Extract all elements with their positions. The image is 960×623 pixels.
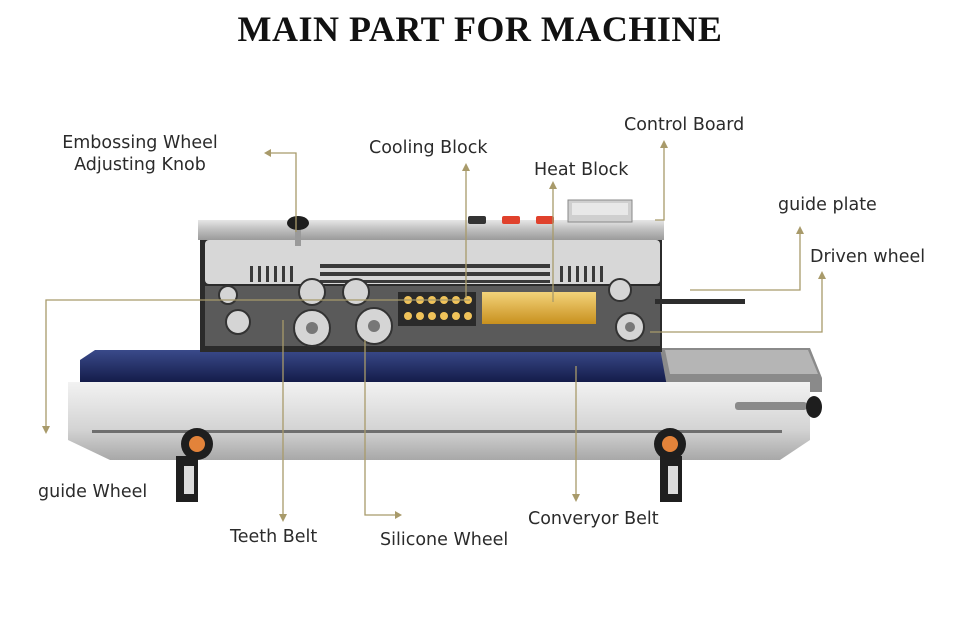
arrow-driven — [818, 271, 826, 279]
label-guide-plate: guide plate — [778, 195, 877, 215]
label-conveyor-belt: Converyor Belt — [528, 509, 659, 529]
leader-arrowheads — [42, 140, 826, 522]
label-guide-wheel: guide Wheel — [38, 482, 148, 502]
arrow-cooling — [462, 163, 470, 171]
label-control-board: Control Board — [624, 115, 745, 135]
arrow-guide-wheel — [42, 426, 50, 434]
arrow-control — [660, 140, 668, 148]
wheel — [342, 278, 370, 306]
label-silicone-wheel: Silicone Wheel — [380, 530, 509, 550]
leader-embossing — [268, 152, 297, 232]
arrow-silicone — [395, 511, 402, 519]
indicator-light — [536, 216, 554, 224]
arrow-heat — [549, 181, 557, 189]
sealing-machine — [68, 199, 822, 502]
guide-wheel-right — [654, 428, 686, 502]
wheel — [225, 309, 251, 335]
indicator-light — [502, 216, 520, 224]
wheels — [218, 278, 645, 347]
arrow-embossing — [264, 149, 271, 157]
leader-guide-plate — [690, 231, 801, 291]
arrow-conveyor — [572, 494, 580, 502]
embossing-knob — [287, 216, 309, 230]
label-heat-block: Heat Block — [534, 160, 629, 180]
leader-guide-wheel — [45, 299, 470, 430]
label-teeth-belt: Teeth Belt — [230, 527, 318, 547]
machine-base — [68, 382, 810, 460]
vent-slots — [250, 264, 603, 283]
guide-plate — [655, 299, 745, 304]
leader-control — [655, 145, 665, 221]
label-embossing-line2: Adjusting Knob — [74, 155, 206, 175]
wheel — [298, 278, 326, 306]
heat-block — [482, 292, 596, 324]
leader-silicone — [364, 340, 398, 516]
guide-wheel-left — [176, 428, 213, 502]
label-driven-wheel: Driven wheel — [810, 247, 926, 267]
label-cooling-block: Cooling Block — [369, 138, 488, 158]
leader-driven — [650, 276, 823, 333]
wheel — [218, 285, 238, 305]
arrow-teeth — [279, 514, 287, 522]
page-title: MAIN PART FOR MACHINE — [237, 9, 723, 49]
conveyor-belt-surface — [80, 350, 675, 382]
wheel — [608, 278, 632, 302]
indicator-light — [468, 216, 486, 224]
label-embossing-line1: Embossing Wheel — [62, 133, 218, 153]
label-embossing-wheel-adjusting-knob: Embossing Wheel Adjusting Knob — [50, 132, 230, 176]
leader-lines — [45, 145, 823, 518]
arrow-guide-plate — [796, 226, 804, 234]
